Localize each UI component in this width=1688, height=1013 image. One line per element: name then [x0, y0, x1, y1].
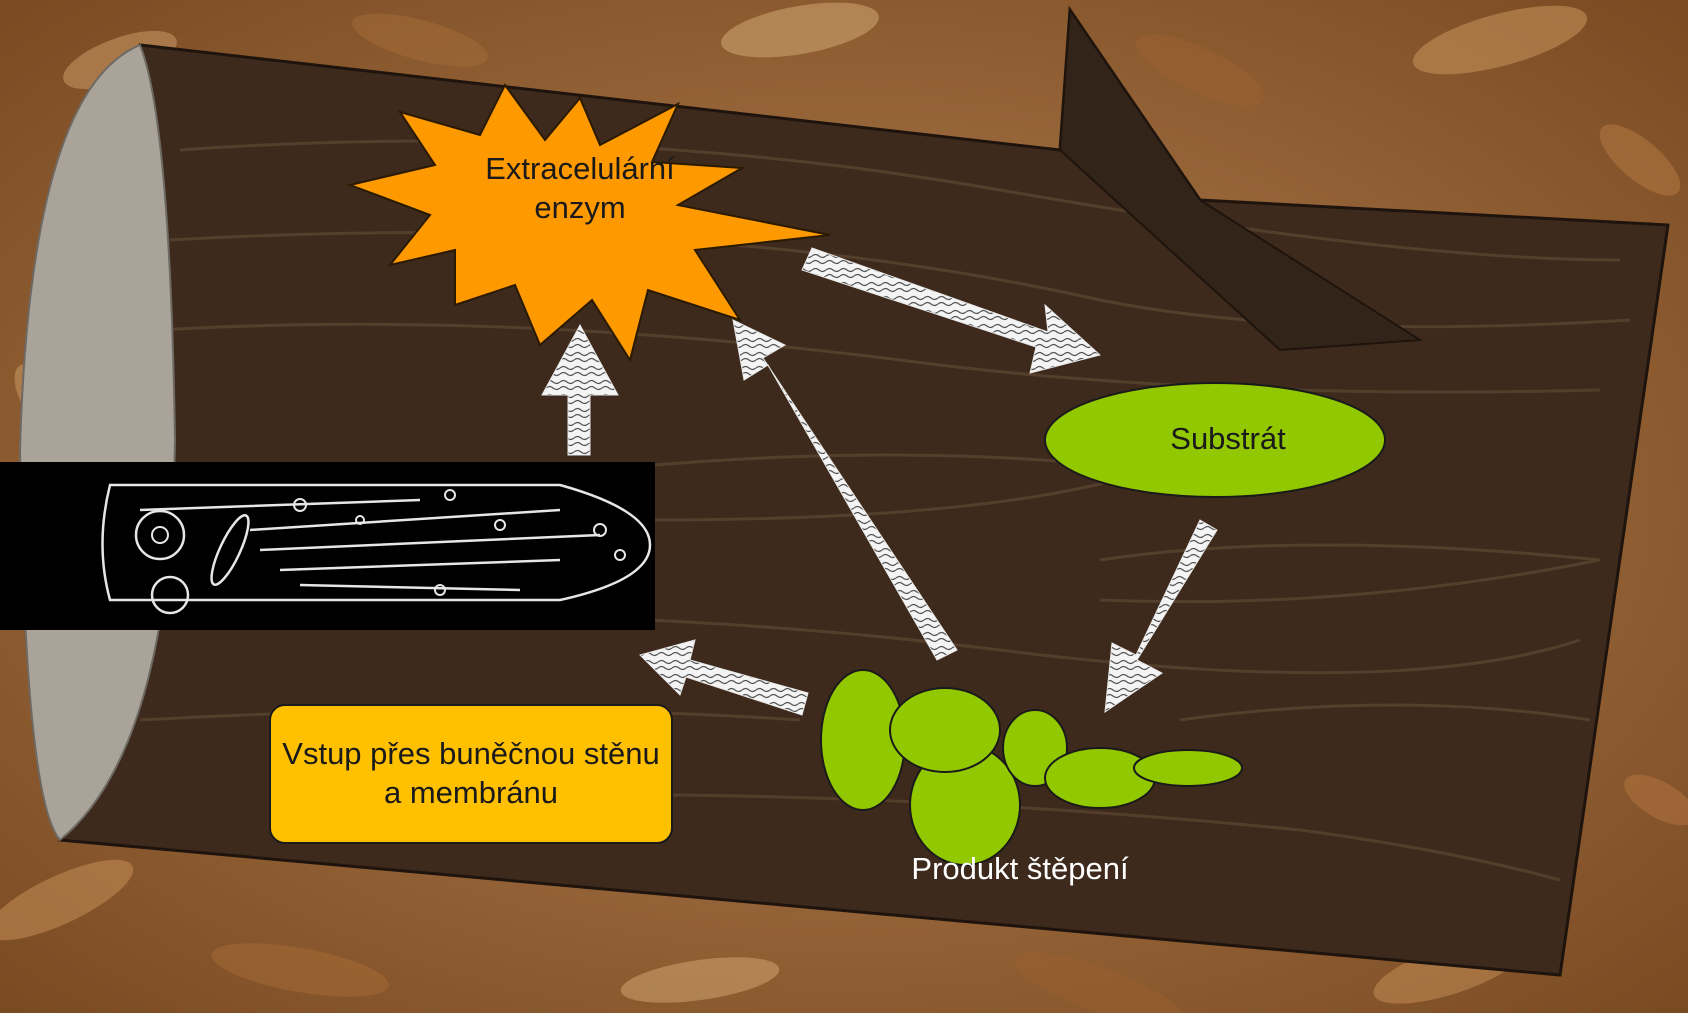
entry-box: Vstup přes buněčnou stěnu a membránu	[269, 704, 673, 844]
enzyme-label: Extracelulární enzym	[455, 150, 705, 228]
substrate-label: Substrát	[1063, 420, 1393, 459]
entry-label: Vstup přes buněčnou stěnu a membránu	[281, 735, 661, 813]
cell-illustration	[0, 462, 655, 630]
product-label: Produkt štěpení	[860, 850, 1180, 889]
